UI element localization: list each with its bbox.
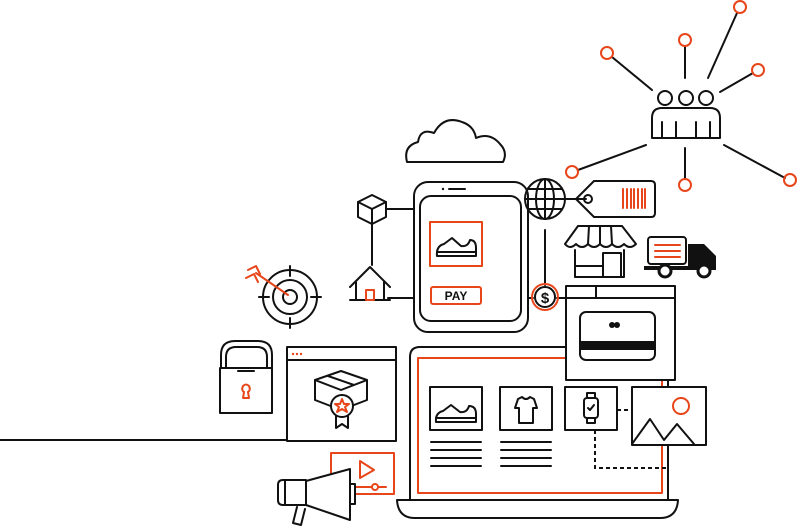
padlock-icon xyxy=(219,340,273,414)
cloud-icon xyxy=(405,119,506,163)
sneaker-icon xyxy=(434,404,477,423)
storefront-icon xyxy=(564,225,637,278)
pay-button-label: PAY xyxy=(445,289,468,303)
dollar-coin-icon: $ xyxy=(531,283,559,311)
smartphone: PAY xyxy=(413,181,529,333)
browser-window-package-badge xyxy=(286,346,397,442)
product-tile-smartwatch[interactable] xyxy=(564,386,618,431)
product-description-lines xyxy=(500,441,552,467)
product-image-frame xyxy=(429,221,483,267)
smartwatch-icon xyxy=(583,392,599,424)
tshirt-icon xyxy=(514,396,538,424)
megaphone-icon xyxy=(277,468,356,526)
credit-card-icon xyxy=(579,311,656,361)
house-icon xyxy=(349,266,391,301)
people-network-icon xyxy=(565,0,797,192)
laptop xyxy=(396,346,679,519)
product-tile-shirt[interactable] xyxy=(499,386,553,431)
globe-icon xyxy=(524,178,566,220)
price-tag-icon xyxy=(575,180,656,218)
sneaker-icon xyxy=(435,237,477,257)
dashed-connector xyxy=(594,409,669,469)
delivery-truck-icon xyxy=(644,236,716,279)
target-icon xyxy=(245,265,322,329)
box-icon xyxy=(314,370,368,411)
credit-card-window xyxy=(565,285,676,381)
product-description-lines xyxy=(430,441,482,467)
package-icon xyxy=(357,194,387,225)
pay-button[interactable]: PAY xyxy=(430,286,482,305)
product-tile-sneaker[interactable] xyxy=(429,386,483,431)
image-placeholder-icon xyxy=(631,386,707,446)
barcode-icon xyxy=(622,188,646,209)
svg-text:$: $ xyxy=(541,290,550,307)
dart-icon xyxy=(245,265,289,296)
